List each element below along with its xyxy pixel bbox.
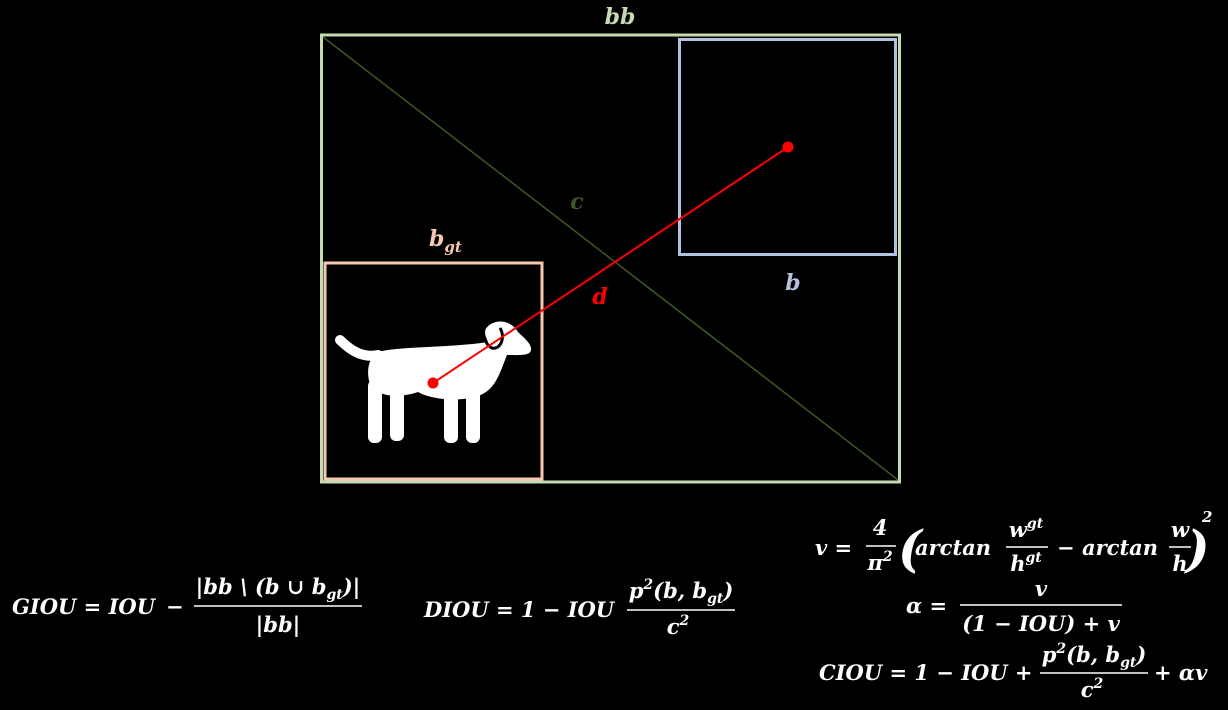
v-hgt-sup: gt bbox=[1026, 550, 1043, 566]
pred-center-point bbox=[782, 141, 794, 153]
v-formula: v = 4 π2 ( arctan wgt hgt − arctan w h )… bbox=[815, 508, 1212, 578]
enclosing-box-label: bb bbox=[605, 4, 636, 30]
v-w: w bbox=[1171, 517, 1190, 542]
giou-minus: − bbox=[166, 594, 184, 619]
ciou-numerator: p2(b, bgt) bbox=[1042, 641, 1147, 671]
diou-num-sup: 2 bbox=[642, 577, 653, 593]
giou-num-main: |bb \ (b ∪ b bbox=[196, 574, 327, 599]
diou-den-c: c bbox=[667, 614, 680, 639]
diou-num-sub: gt bbox=[707, 591, 724, 607]
enclosing-box bbox=[320, 33, 901, 484]
v-arctan-1: arctan bbox=[915, 535, 991, 560]
diou-num-args: (b, b bbox=[653, 578, 707, 603]
giou-formula: GIOU = IOU − |bb \ (b ∪ bgt)| |bb| bbox=[12, 574, 362, 637]
ground-truth-box-label: bgt bbox=[429, 226, 462, 256]
diou-den-sup: 2 bbox=[679, 613, 690, 629]
v-frac-den-sup: 2 bbox=[882, 549, 893, 565]
gt-center-point bbox=[427, 377, 439, 389]
v-wgt: wgt bbox=[1009, 516, 1044, 542]
ciou-denominator: c2 bbox=[1081, 676, 1104, 702]
v-lhs: v = bbox=[815, 535, 852, 560]
alpha-denominator: (1 − IOU) + v bbox=[962, 611, 1120, 636]
v-wgt-base: w bbox=[1009, 517, 1028, 542]
v-hgt: hgt bbox=[1010, 550, 1042, 576]
v-outer-sup: 2 bbox=[1201, 508, 1212, 526]
v-arctan-2: arctan bbox=[1082, 535, 1158, 560]
ciou-den-sup: 2 bbox=[1093, 676, 1104, 692]
giou-num-sub: gt bbox=[326, 587, 343, 603]
diou-denominator: c2 bbox=[667, 613, 690, 639]
v-right-paren: ) bbox=[1184, 519, 1210, 578]
predicted-box bbox=[678, 38, 897, 256]
v-frac-den: π2 bbox=[866, 549, 892, 575]
v-frac-den-pi: π bbox=[866, 550, 883, 575]
ciou-den-c: c bbox=[1081, 677, 1094, 702]
alpha-formula: α = v (1 − IOU) + v bbox=[906, 576, 1122, 636]
ciou-num-p: p bbox=[1042, 642, 1057, 667]
ciou-num-args: (b, b bbox=[1066, 642, 1120, 667]
diou-num-p: p bbox=[629, 578, 644, 603]
ground-truth-box bbox=[323, 261, 544, 481]
ciou-num-end: ) bbox=[1135, 642, 1146, 667]
diou-num-end: ) bbox=[722, 578, 733, 603]
v-minus: − bbox=[1057, 535, 1075, 560]
ciou-num-sup: 2 bbox=[1055, 641, 1066, 657]
giou-num-end: )| bbox=[342, 574, 361, 599]
diou-numerator: p2(b, bgt) bbox=[629, 577, 734, 607]
giou-denominator: |bb| bbox=[256, 612, 301, 637]
v-frac-num: 4 bbox=[873, 515, 888, 540]
alpha-lhs: α = bbox=[906, 593, 947, 618]
diou-lhs: DIOU = 1 − IOU bbox=[423, 597, 616, 622]
ciou-lhs: CIOU = 1 − IOU + bbox=[819, 660, 1033, 685]
giou-numerator: |bb \ (b ∪ bgt)| bbox=[196, 574, 361, 603]
v-left-paren: ( bbox=[898, 519, 924, 578]
giou-lhs: GIOU = IOU bbox=[12, 594, 157, 619]
center-distance-line bbox=[432, 146, 789, 384]
ciou-formula: CIOU = 1 − IOU + p2(b, bgt) c2 + αv bbox=[819, 641, 1208, 702]
diagonal-label: c bbox=[570, 189, 584, 215]
v-hgt-base: h bbox=[1010, 551, 1025, 576]
v-wgt-sup: gt bbox=[1027, 516, 1044, 532]
gt-label-base: b bbox=[429, 226, 444, 252]
ciou-num-sub: gt bbox=[1120, 655, 1137, 671]
diou-formula: DIOU = 1 − IOU p2(b, bgt) c2 bbox=[423, 577, 735, 639]
diagonal-line bbox=[322, 36, 899, 481]
ciou-tail: + αv bbox=[1154, 660, 1208, 685]
alpha-numerator: v bbox=[1035, 576, 1048, 601]
distance-label: d bbox=[592, 284, 607, 310]
predicted-box-label: b bbox=[785, 270, 800, 296]
v-h: h bbox=[1172, 551, 1187, 576]
gt-label-sub: gt bbox=[444, 238, 461, 256]
